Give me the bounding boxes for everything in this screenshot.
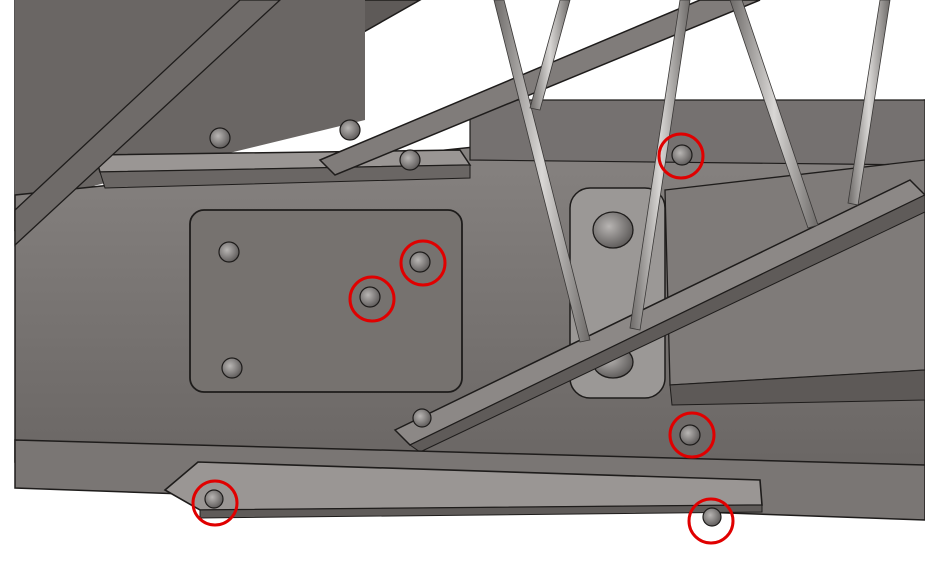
- bracket-pivot-top: [592, 211, 634, 249]
- highlight-circle: [687, 497, 735, 545]
- fastener-nuts: [204, 119, 722, 527]
- lower-diagonal-strut-face: [409, 194, 925, 453]
- highlight-circle: [348, 275, 396, 323]
- highlight-circle: [668, 411, 716, 459]
- highlight-circle: [657, 132, 705, 180]
- highlight-markers: [191, 132, 735, 545]
- lower-diagonal-strut: [393, 179, 925, 446]
- highlight-circle: [191, 479, 239, 527]
- bolted-plate: [189, 209, 463, 393]
- highlight-circle: [399, 239, 447, 287]
- left-diagonal-strut: [14, 0, 281, 247]
- bottom-angle-bar-face: [199, 504, 763, 519]
- right-box-lip: [669, 369, 925, 406]
